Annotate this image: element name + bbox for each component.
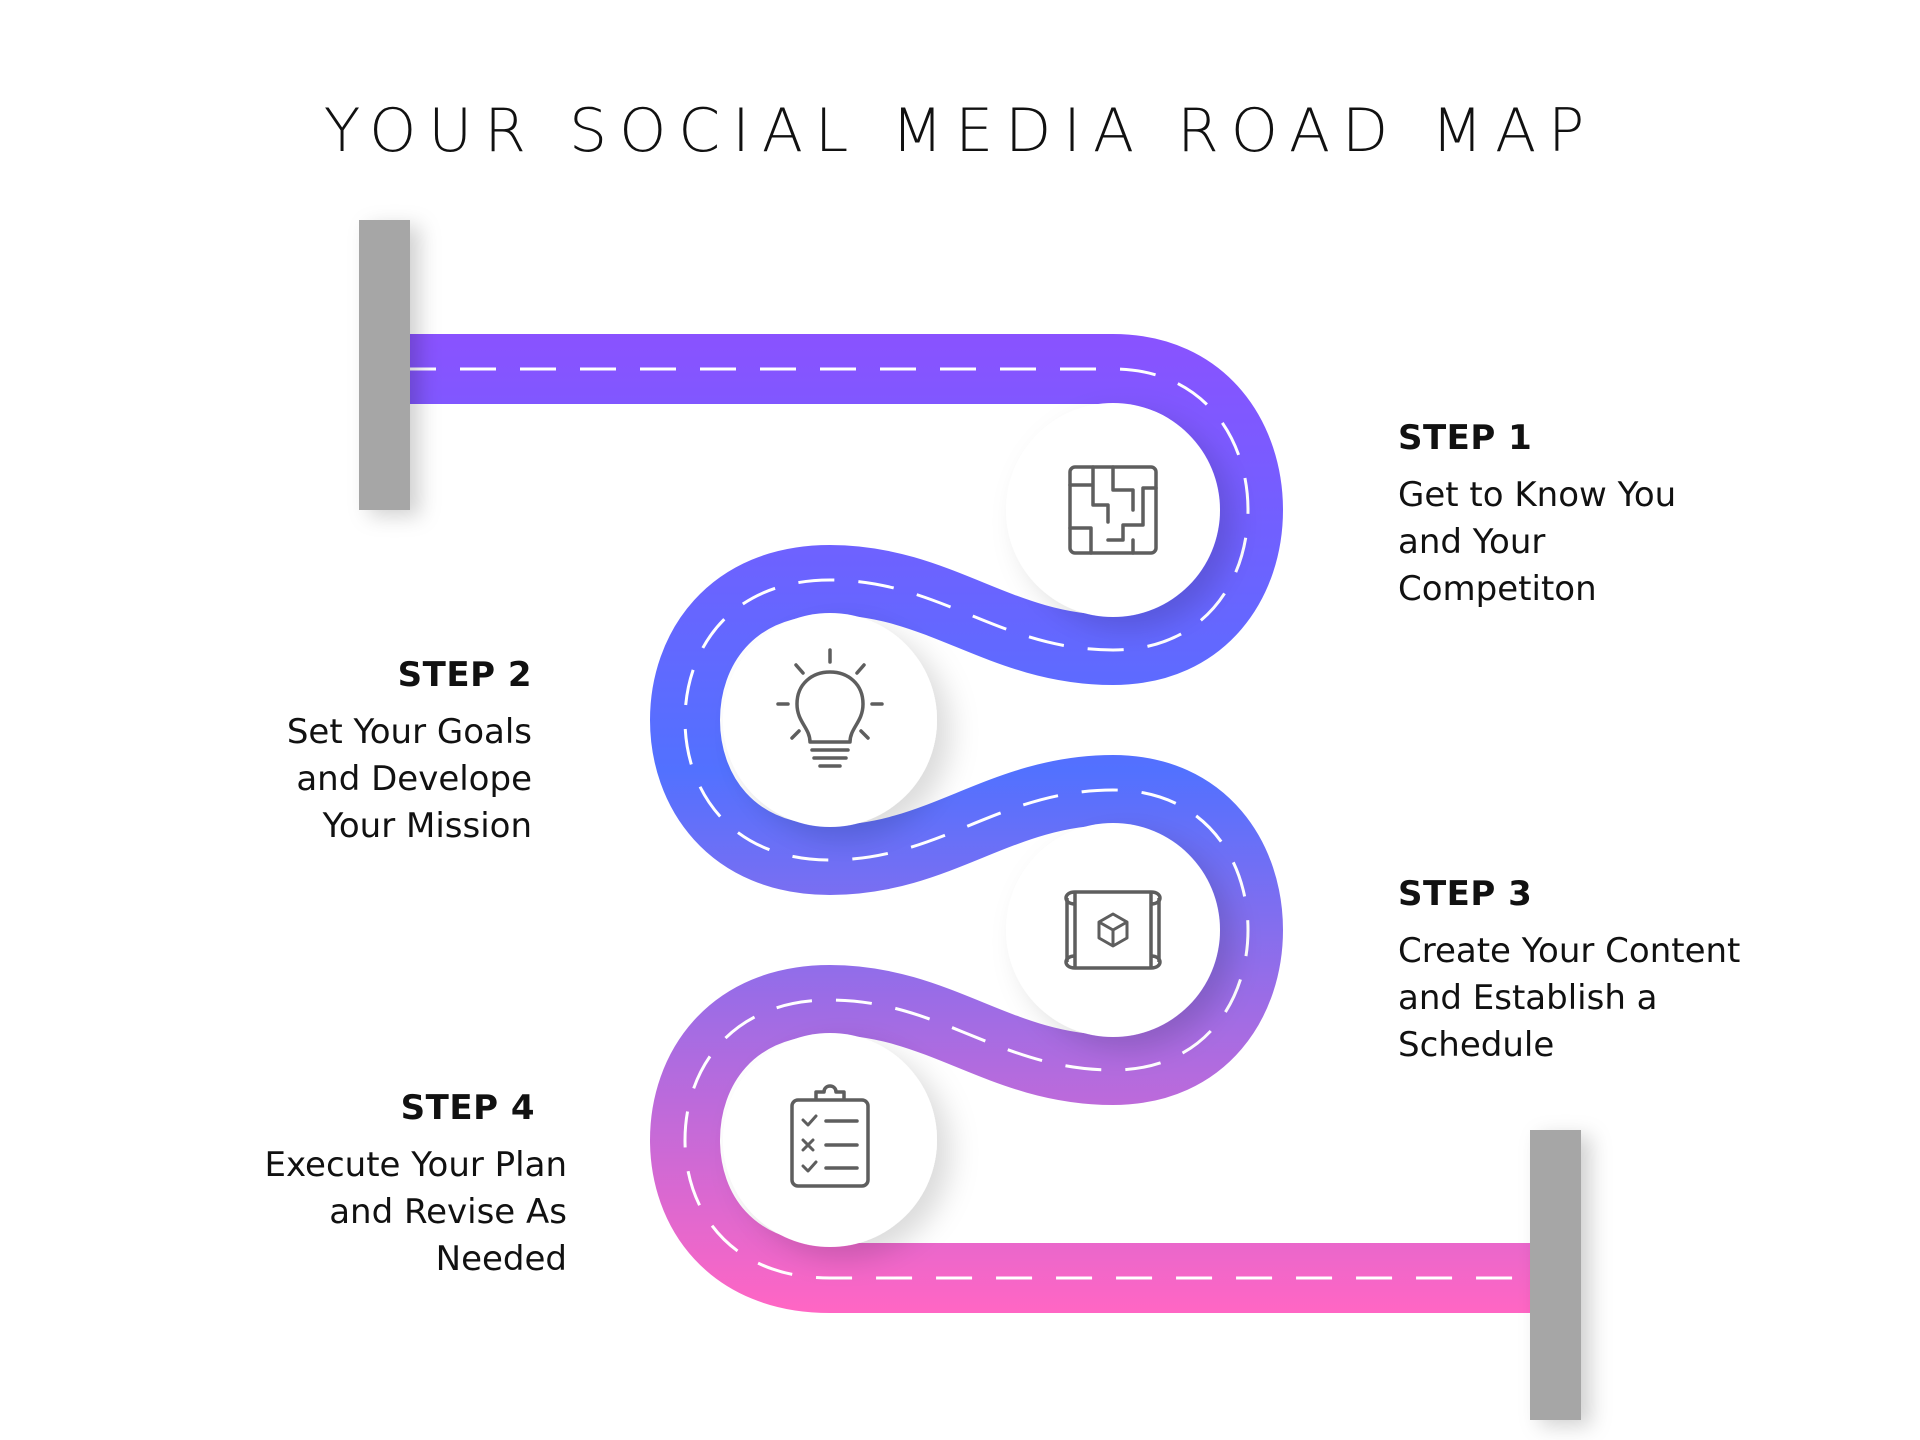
step-4-description: Execute Your Plan and Revise As Needed — [112, 1142, 568, 1283]
road-center-dashes — [410, 367, 1530, 1280]
step-2-line-1: Set Your Goals — [286, 712, 532, 752]
step-2-heading: STEP 2 — [397, 655, 532, 695]
start-post — [359, 220, 410, 510]
step-3-text: STEP 3 Create Your Content and Establish… — [1398, 874, 1898, 1069]
end-post — [1530, 1130, 1581, 1420]
step-2-text: STEP 2 Set Your Goals and Develope Your … — [112, 655, 532, 850]
step-1-description: Get to Know You and Your Competiton — [1398, 472, 1818, 613]
step-4-text: STEP 4 Execute Your Plan and Revise As N… — [112, 1088, 568, 1283]
step-4-line-1: Execute Your Plan — [264, 1145, 568, 1185]
step-3-line-2: and Establish a — [1398, 978, 1658, 1018]
step-4-line-2: and Revise As — [329, 1192, 567, 1232]
step-2-line-3: Your Mission — [322, 806, 532, 846]
step-1-line-3: Competiton — [1398, 569, 1597, 609]
maze-icon — [1068, 465, 1158, 555]
step-1-line-2: and Your — [1398, 522, 1546, 562]
blueprint-map-icon — [1064, 890, 1162, 970]
step-3-description: Create Your Content and Establish a Sche… — [1398, 928, 1898, 1069]
step-1-text: STEP 1 Get to Know You and Your Competit… — [1398, 418, 1818, 613]
step-3-line-3: Schedule — [1398, 1025, 1555, 1065]
step-1-line-1: Get to Know You — [1398, 475, 1677, 515]
checklist-clipboard-icon — [790, 1084, 870, 1188]
road-path — [410, 334, 1530, 1313]
step-1-marker — [1006, 403, 1220, 617]
step-1-heading: STEP 1 — [1398, 418, 1533, 458]
step-4-heading: STEP 4 — [400, 1088, 535, 1128]
step-3-heading: STEP 3 — [1398, 874, 1533, 914]
step-2-description: Set Your Goals and Develope Your Mission — [112, 709, 532, 850]
step-2-line-2: and Develope — [296, 759, 532, 799]
step-3-line-1: Create Your Content — [1398, 931, 1741, 971]
step-3-marker — [1006, 823, 1220, 1037]
step-4-line-3: Needed — [435, 1239, 567, 1279]
lightbulb-icon — [776, 648, 884, 768]
step-2-marker — [723, 613, 937, 827]
step-4-marker — [723, 1033, 937, 1247]
page-title: YOUR SOCIAL MEDIA ROAD MAP — [323, 96, 1597, 166]
